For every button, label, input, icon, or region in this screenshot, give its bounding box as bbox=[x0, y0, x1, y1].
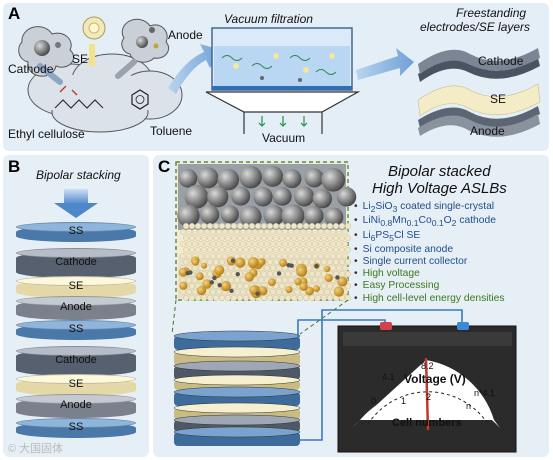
bullet-coating: Li2SiO3 coated single-crystal bbox=[354, 201, 505, 215]
voltmeter bbox=[337, 322, 517, 453]
gauge-subtitle: Cell numbers bbox=[392, 417, 462, 429]
gauge-tick-0: 0 bbox=[371, 396, 377, 406]
anode-label: Anode bbox=[168, 28, 203, 42]
wire-negative bbox=[300, 309, 463, 441]
stack-layer-se: SE bbox=[16, 374, 136, 396]
bullet-processing: Easy Processing bbox=[354, 280, 505, 292]
flow-arrow-2 bbox=[356, 48, 414, 80]
cathode-label: Cathode bbox=[8, 62, 54, 76]
gauge-title: Voltage (V) bbox=[404, 372, 466, 386]
cell-tick-1: 1 bbox=[401, 396, 407, 406]
stack-layer-label: Anode bbox=[60, 399, 92, 411]
bipolar-cell-stack bbox=[173, 330, 301, 446]
stack-layer-cathode: Cathode bbox=[16, 346, 136, 376]
bullet-energy: High cell-level energy densities bbox=[354, 293, 505, 305]
vacuum-label: Vacuum bbox=[262, 131, 306, 145]
se-label: SE bbox=[72, 52, 89, 66]
bullet-cathode: LiNi0.8Mn0.1Co0.1O2 cathode bbox=[354, 215, 505, 229]
se-particles bbox=[179, 222, 352, 302]
arrow-anode bbox=[115, 59, 137, 79]
stack-layer-ss: SS bbox=[16, 320, 136, 340]
freestanding-layers bbox=[417, 48, 541, 137]
zoom-line-right bbox=[299, 299, 349, 335]
stack-layer-label: Cathode bbox=[55, 256, 97, 268]
bullet-high-voltage: High voltage bbox=[354, 268, 505, 280]
cathode-particles-icon bbox=[18, 26, 75, 77]
stack-layer-label: Anode bbox=[60, 301, 92, 313]
stack-layer-ss: SS bbox=[16, 418, 136, 438]
cathode-particles bbox=[177, 165, 357, 228]
stack-down-arrow bbox=[54, 189, 98, 218]
freestanding-label-2: electrodes/SE layers bbox=[420, 20, 531, 34]
gauge-tick-4-1: 4.1 bbox=[382, 372, 395, 382]
stack-layer-label: SS bbox=[68, 225, 84, 237]
anode-particles bbox=[178, 256, 348, 299]
bullet-anode: Si composite anode bbox=[354, 244, 505, 256]
stack-layer-label: Cathode bbox=[55, 354, 97, 366]
stack-layer-se: SE bbox=[16, 276, 136, 298]
cell-tick-n: n bbox=[466, 401, 472, 411]
panel-c-title-1: Bipolar stacked bbox=[388, 163, 491, 180]
panel-label-a: A bbox=[8, 4, 21, 23]
panel-c-title-2: High Voltage ASLBs bbox=[372, 180, 507, 197]
gauge-needle bbox=[424, 357, 430, 431]
vacuum-filtration-label: Vacuum filtration bbox=[224, 12, 313, 26]
gauge-tick-n: n*4.1 bbox=[474, 388, 496, 398]
layer-cathode-label: Cathode bbox=[478, 54, 524, 68]
flow-arrow-1 bbox=[168, 44, 222, 94]
bipolar-stacking-title: Bipolar stacking bbox=[36, 168, 121, 182]
toluene-label: Toluene bbox=[150, 124, 193, 138]
arrow-cathode bbox=[37, 63, 63, 85]
gauge-tick-8-2: 8.2 bbox=[421, 361, 434, 371]
anode-particles-icon bbox=[121, 18, 170, 63]
stack-layer-label: SE bbox=[68, 280, 84, 292]
zoom-line-left bbox=[171, 299, 177, 335]
layer-anode-label: Anode bbox=[470, 124, 505, 138]
stack-layer-cathode: Cathode bbox=[16, 248, 136, 278]
panel-label-c: C bbox=[158, 157, 171, 176]
stack-layer-anode: Anode bbox=[16, 296, 136, 320]
stack-layer-label: SS bbox=[68, 323, 84, 335]
watermark: © 大国固体 bbox=[8, 443, 64, 455]
stack-layer-ss: SS bbox=[16, 222, 136, 242]
feature-bullet-list: Li2SiO3 coated single-crystal LiNi0.8Mn0… bbox=[354, 201, 505, 305]
layer-se-label: SE bbox=[490, 92, 507, 106]
freestanding-label-1: Freestanding bbox=[456, 6, 527, 20]
ethyl-cellulose-label: Ethyl cellulose bbox=[8, 127, 85, 141]
filtration-funnel bbox=[205, 27, 361, 134]
se-particle-icon bbox=[82, 16, 106, 40]
stack-layer-anode: Anode bbox=[16, 394, 136, 418]
bullet-se: Li6PS5Cl SE bbox=[354, 230, 505, 244]
bullet-collector: Single current collector bbox=[354, 256, 505, 268]
stack-layer-label: SS bbox=[68, 421, 84, 433]
cell-tick-2: 2 bbox=[426, 392, 432, 402]
panel-label-b: B bbox=[8, 157, 21, 176]
stack-layer-label: SE bbox=[68, 378, 84, 390]
